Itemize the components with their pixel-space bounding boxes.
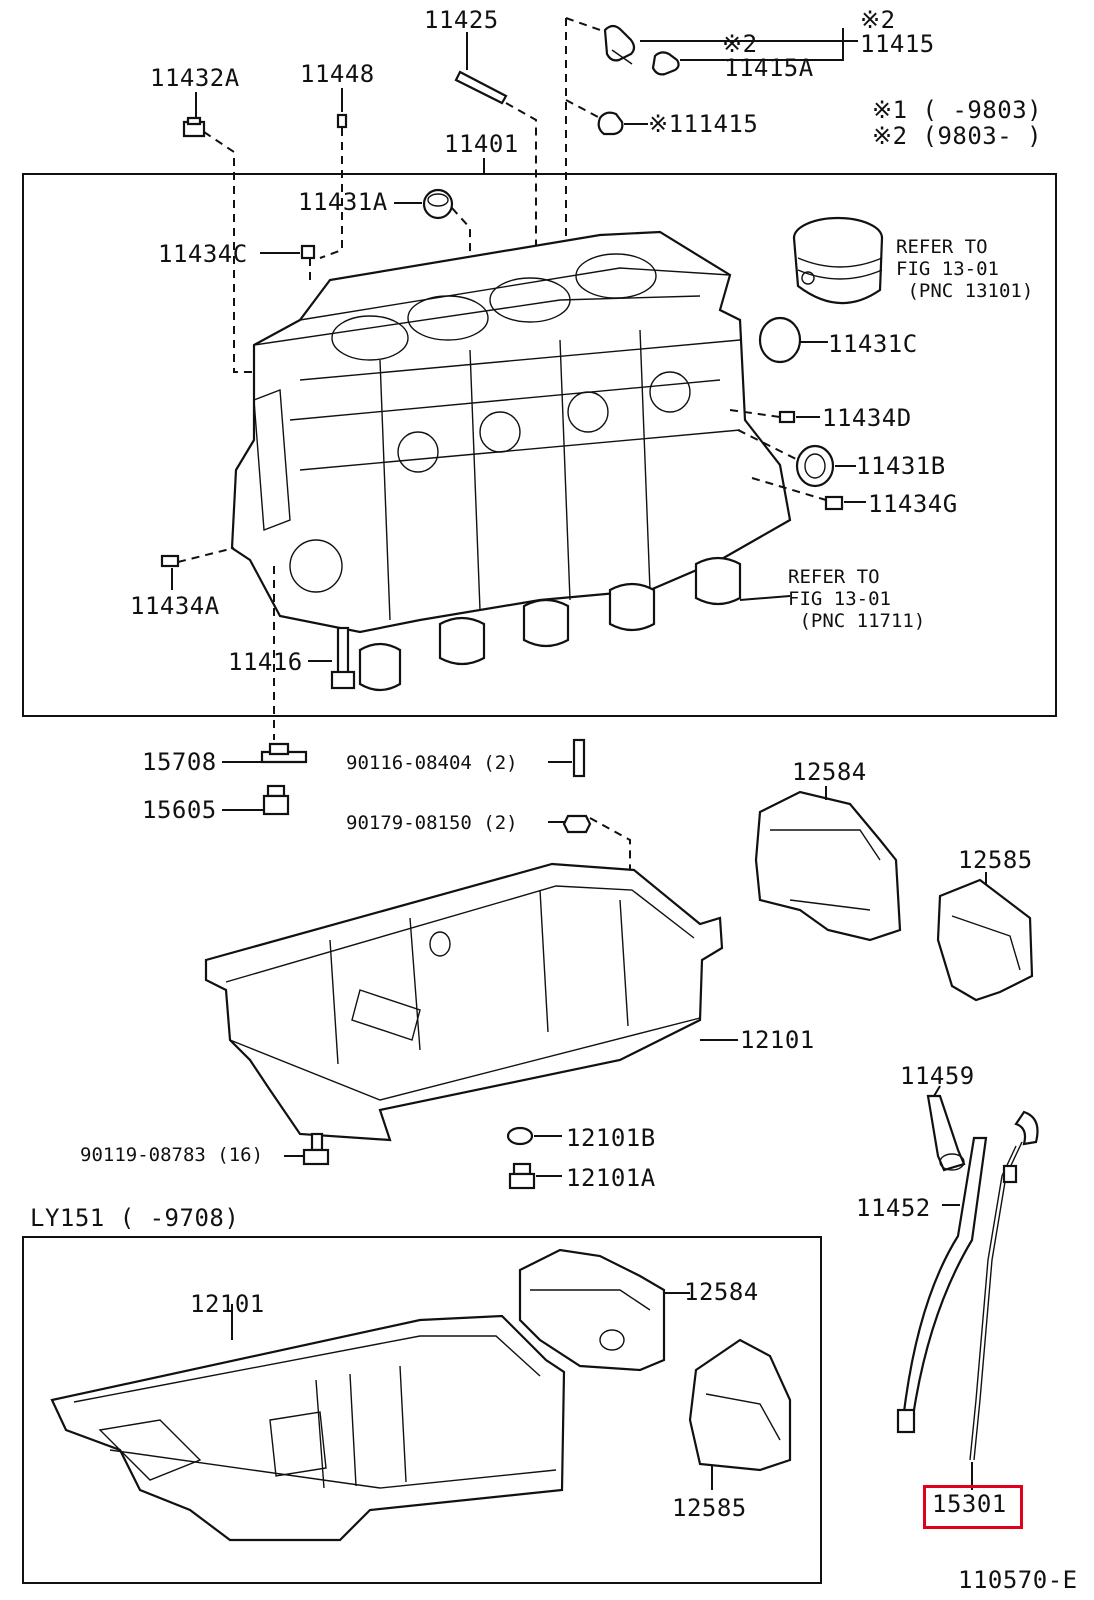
- label-11431a[interactable]: 11431A: [298, 188, 388, 216]
- legend-range-2: ※2 (9803- ): [872, 122, 1043, 150]
- part-11459-guide-bracket: [926, 1094, 966, 1172]
- part-11431c-plug: [758, 316, 802, 364]
- part-11434d-pin: [778, 410, 796, 424]
- label-12585-lower[interactable]: 12585: [672, 1494, 747, 1522]
- part-11432a-plug: [182, 116, 206, 138]
- part-11452-dipstick-guide: [896, 1136, 988, 1434]
- part-11431a-plug: [422, 188, 454, 220]
- label-11431b[interactable]: 11431B: [856, 452, 946, 480]
- figure-code: 110570-E: [958, 1566, 1078, 1594]
- part-11431b-seal: [795, 444, 835, 488]
- label-12584-lower[interactable]: 12584: [684, 1278, 759, 1306]
- label-11452[interactable]: 11452: [856, 1194, 931, 1222]
- label-12101b[interactable]: 12101B: [566, 1124, 656, 1152]
- label-12101-lower[interactable]: 12101: [190, 1290, 265, 1318]
- bracket-11415: [640, 28, 858, 61]
- legend-mark-11415a: ※2: [722, 30, 758, 58]
- part-90179-nut: [562, 814, 592, 834]
- label-11434a[interactable]: 11434A: [130, 592, 220, 620]
- ly151-group-title: LY151 ( -9708): [30, 1204, 240, 1232]
- label-90119[interactable]: 90119-08783 (16): [80, 1144, 264, 1166]
- part-11415-fitting: [603, 24, 636, 65]
- part-11425-stud: [454, 70, 508, 105]
- label-11431c[interactable]: 11431C: [828, 330, 918, 358]
- label-90116[interactable]: 90116-08404 (2): [346, 752, 518, 774]
- label-15708[interactable]: 15708: [142, 748, 217, 776]
- highlight-15301-box: [923, 1485, 1023, 1529]
- label-11434d[interactable]: 11434D: [822, 404, 912, 432]
- label-11416[interactable]: 11416: [228, 648, 303, 676]
- oil-pan-12101-lower: [50, 1314, 566, 1542]
- engine-block-group-box: [22, 173, 1057, 717]
- part-90116-stud: [572, 738, 586, 778]
- label-90179[interactable]: 90179-08150 (2): [346, 812, 518, 834]
- part-12101b-gasket: [506, 1126, 534, 1146]
- legend-range-1: ※1 ( -9803): [872, 96, 1043, 124]
- engine-block-11401: [230, 230, 792, 634]
- part-15605-switch: [262, 784, 290, 816]
- main-bearings-reference: [358, 556, 742, 692]
- part-11448-pin: [336, 113, 348, 129]
- part-12101a-plug: [508, 1162, 536, 1190]
- part-15301-dipstick: [969, 1110, 1039, 1461]
- label-15605[interactable]: 15605: [142, 796, 217, 824]
- baffle-12585-upper: [936, 878, 1034, 1002]
- label-111415[interactable]: ※111415: [648, 110, 759, 138]
- label-11432a[interactable]: 11432A: [150, 64, 240, 92]
- bearing-reference-note: REFER TO FIG 13-01 (PNC 11711): [788, 566, 926, 632]
- label-11434c[interactable]: 11434C: [158, 240, 248, 268]
- label-12584-upper[interactable]: 12584: [792, 758, 867, 786]
- part-11415a-fitting: [651, 51, 680, 76]
- label-12101-upper[interactable]: 12101: [740, 1026, 815, 1054]
- baffle-12584-upper: [754, 790, 902, 942]
- label-11434g[interactable]: 11434G: [868, 490, 958, 518]
- legend-mark-top: ※2: [860, 6, 896, 34]
- piston-reference-note: REFER TO FIG 13-01 (PNC 13101): [896, 236, 1034, 302]
- label-15301[interactable]: 15301: [932, 1490, 1007, 1518]
- label-11425[interactable]: 11425: [424, 6, 499, 34]
- label-12585-upper[interactable]: 12585: [958, 846, 1033, 874]
- part-11434a-pin: [160, 554, 180, 568]
- label-11459[interactable]: 11459: [900, 1062, 975, 1090]
- part-11434c-pin: [300, 244, 316, 260]
- piston-reference: [792, 216, 884, 305]
- ly151-oil-pan-group-box: [22, 1236, 822, 1584]
- part-15708-bracket: [260, 742, 308, 764]
- part-111415-fitting: [597, 111, 624, 136]
- part-11416-bolt: [330, 626, 356, 690]
- oil-pan-12101-upper: [204, 862, 724, 1142]
- baffle-12584-lower: [518, 1248, 666, 1372]
- label-11415a[interactable]: 11415A: [724, 54, 814, 82]
- label-12101a[interactable]: 12101A: [566, 1164, 656, 1192]
- label-11415[interactable]: 11415: [860, 30, 935, 58]
- part-11434g-pin: [824, 495, 844, 511]
- label-11448[interactable]: 11448: [300, 60, 375, 88]
- part-90119-bolt: [302, 1132, 330, 1166]
- baffle-12585-lower: [688, 1338, 792, 1472]
- label-11401[interactable]: 11401: [444, 130, 519, 158]
